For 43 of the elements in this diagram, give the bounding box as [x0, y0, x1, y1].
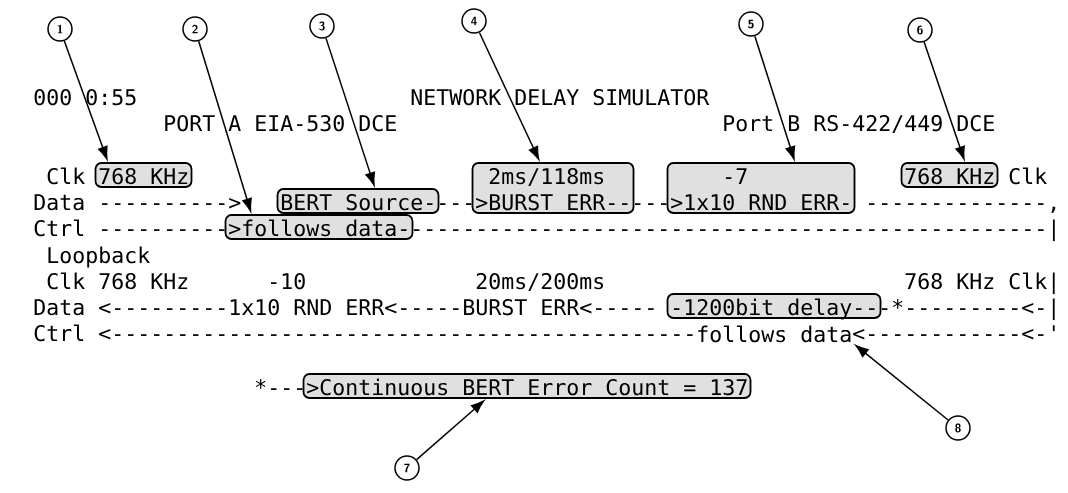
highlighted-field: >Continuous BERT Error Count = 137 — [302, 373, 752, 399]
callout-number: 1 — [47, 16, 73, 42]
callout-number: 6 — [907, 17, 933, 43]
screen-text: NETWORK DELAY SIMULATOR — [411, 88, 710, 106]
arrow — [478, 31, 540, 160]
highlighted-field: 768 KHz — [900, 162, 999, 188]
arrow — [325, 37, 376, 186]
screen-text: Ctrl <--------------------------------------------- — [34, 324, 693, 342]
callout-number: 3 — [309, 13, 335, 39]
screen-text: Port B RS-422/449 DCE — [724, 114, 994, 133]
callout-number: 4 — [461, 8, 487, 34]
arrow — [415, 400, 485, 461]
arrow — [855, 344, 949, 421]
highlighted-field: 2ms/118ms >BURST ERR-- — [471, 162, 635, 214]
arrow — [63, 40, 108, 160]
screen-text: 000 0:55 — [34, 88, 136, 106]
screen-text: Data <---------1x10 RND ERR<-----BURST ERR<----- — [34, 299, 654, 316]
screen-text: --- — [439, 203, 472, 205]
screen-text: Loopback — [48, 246, 150, 268]
highlighted-field: -7 >1x10 RND ERR- — [666, 162, 856, 214]
callout-number: 5 — [738, 11, 764, 37]
highlighted-field: -1200bit delay-- — [666, 293, 882, 320]
screen-text: --- — [634, 203, 667, 205]
screen-text: 20ms/200ms — [476, 273, 604, 291]
screen-text: 768 KHz Clk| — [905, 272, 1055, 295]
highlighted-field: BERT Source- — [276, 188, 440, 214]
screen-text: <------------<-' — [853, 325, 1055, 340]
arrow — [197, 40, 252, 212]
highlighted-field: 768 KHz — [94, 162, 193, 188]
screen-text: -------------------------------------------------| — [413, 219, 1055, 242]
screen-text: follows data — [698, 325, 851, 343]
callout-number: 8 — [945, 415, 971, 441]
arrow — [754, 35, 796, 160]
screen-text: -10 — [270, 273, 305, 290]
callout-number: 7 — [394, 455, 420, 481]
screen-text: --------------, — [868, 203, 1056, 214]
arrow — [923, 41, 965, 160]
highlighted-field: >follows data- — [224, 214, 414, 240]
screen-text: Data ----------> — [34, 194, 241, 211]
screen-text: Ctrl ---------- — [34, 219, 225, 237]
screen-text: Clk 768 KHz — [47, 272, 188, 290]
screen-text: PORT A EIA-530 DCE — [165, 114, 396, 132]
callout-number: 2 — [182, 16, 208, 42]
